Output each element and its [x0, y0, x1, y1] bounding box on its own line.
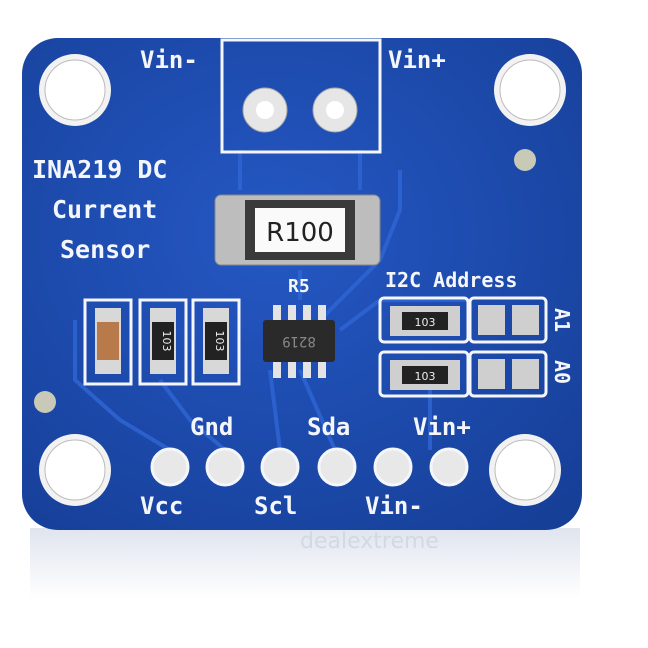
terminal-label-right: Vin+: [388, 46, 446, 74]
board-reflection: [30, 528, 580, 598]
board-title-line3: Sensor: [60, 235, 150, 264]
address-label-a1: A1: [550, 308, 574, 332]
shunt-designator: R5: [288, 276, 310, 297]
pin-label-sda: Sda: [307, 413, 350, 441]
terminal-label-left: Vin-: [140, 46, 198, 74]
left-smd-components: 103 103: [83, 298, 241, 386]
address-label-a0: A0: [550, 360, 574, 384]
address-jumpers: 103 103: [378, 296, 548, 398]
mounting-holes: [39, 54, 566, 506]
watermark: dealextreme: [300, 529, 439, 554]
pin-label-vin-plus: Vin+: [413, 413, 471, 441]
ina219-chip: 8219: [263, 305, 335, 378]
via-pad: [34, 391, 56, 413]
pin-label-vin-minus: Vin-: [365, 492, 423, 520]
pin-label-vcc: Vcc: [140, 492, 183, 520]
chip-marking: 8219: [282, 333, 316, 349]
pin-label-gnd: Gnd: [190, 413, 233, 441]
resistor-marking: 103: [160, 331, 173, 352]
i2c-address-label: I2C Address: [385, 268, 517, 292]
shunt-resistor: R100: [214, 194, 381, 266]
resistor-marking: 103: [415, 370, 436, 383]
via-pad: [514, 149, 536, 171]
shunt-value: R100: [266, 218, 334, 248]
board-title-line2: Current: [52, 195, 157, 224]
header-pins: [150, 447, 469, 487]
resistor-marking: 103: [415, 316, 436, 329]
board-title-line1: INA219 DC: [32, 155, 167, 184]
resistor-marking: 103: [213, 331, 226, 352]
pin-label-scl: Scl: [254, 492, 297, 520]
terminal-block-outline: [220, 38, 382, 154]
